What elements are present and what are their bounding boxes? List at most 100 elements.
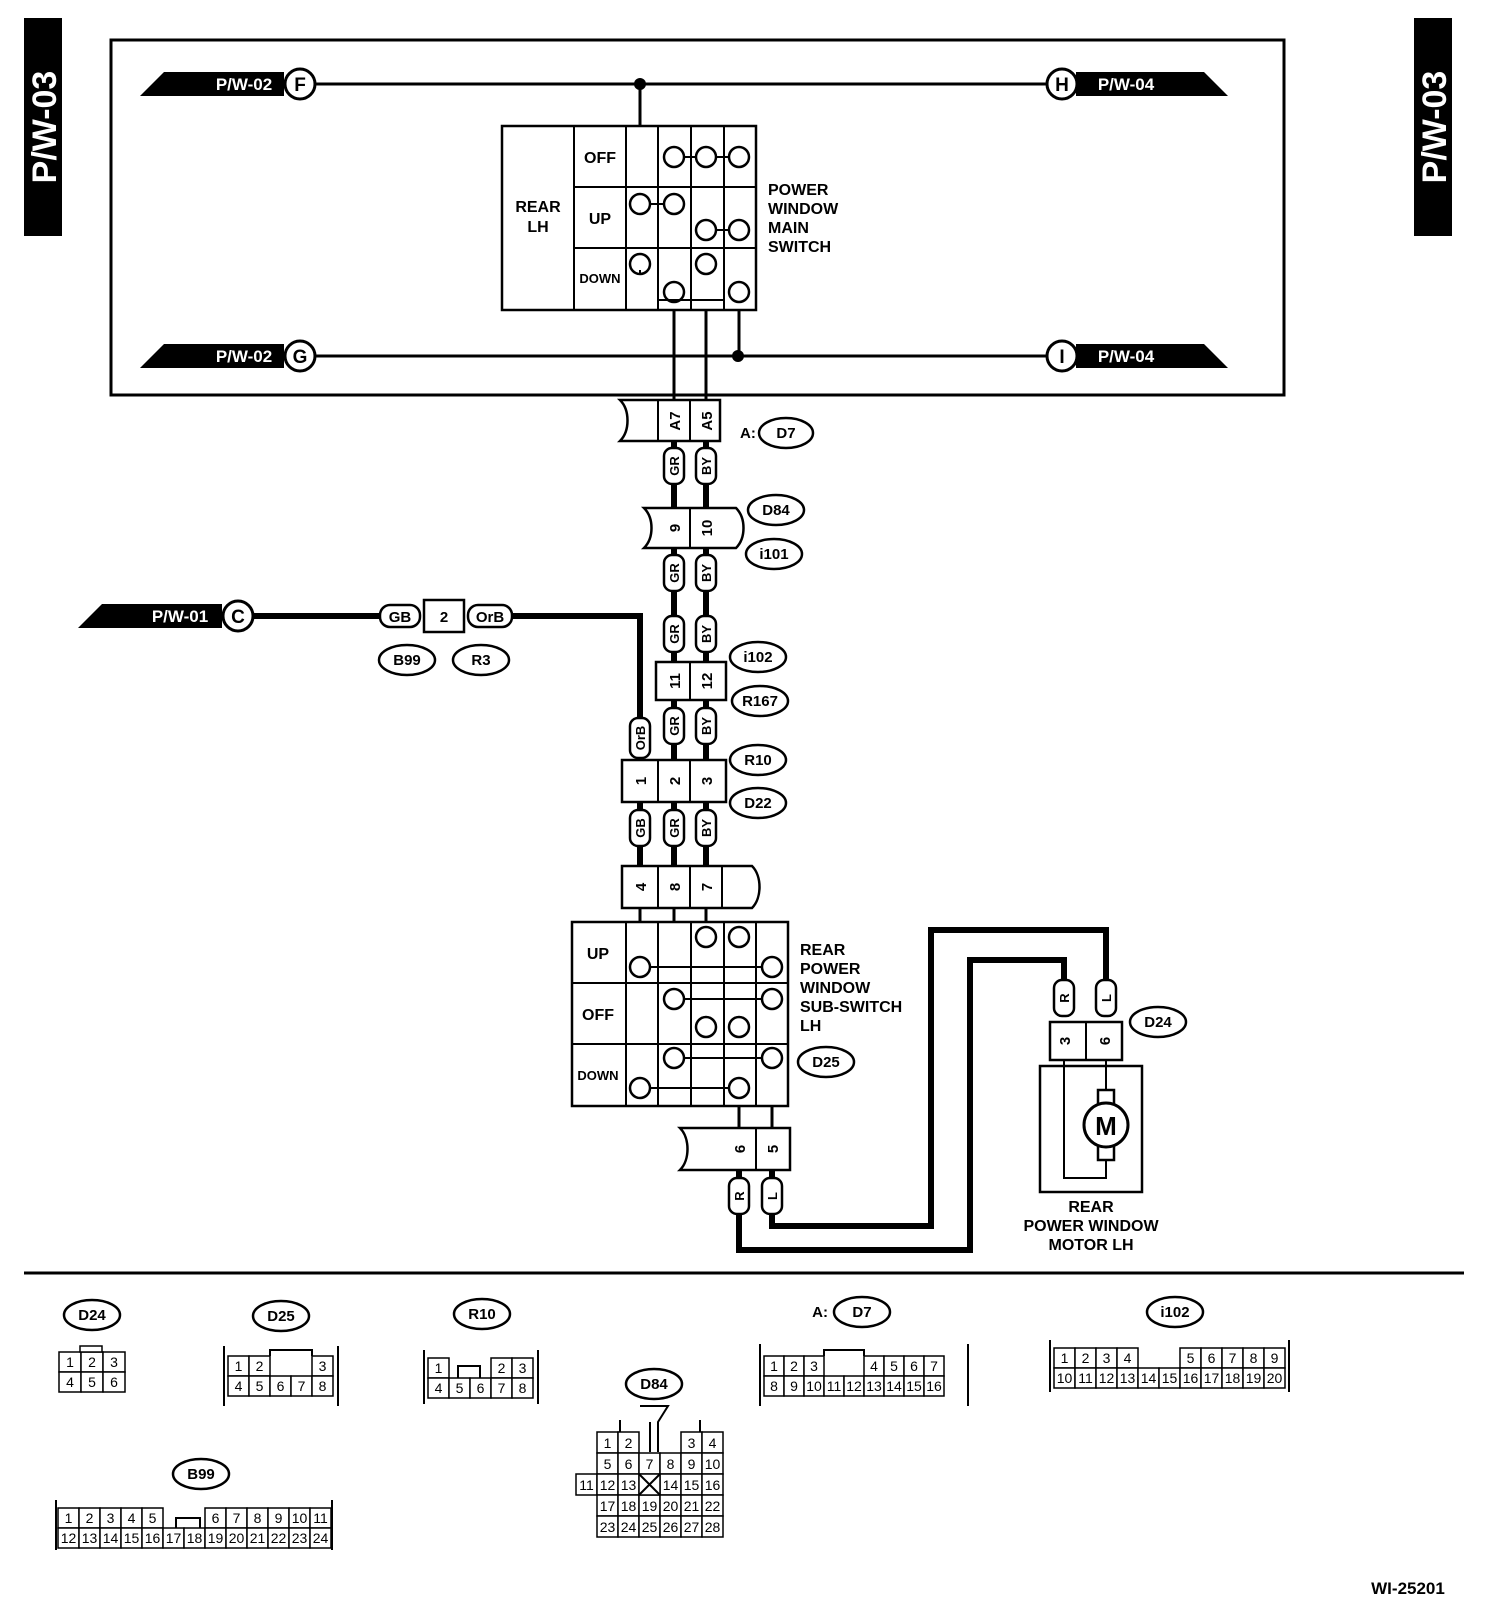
ref-h-letter: H xyxy=(1055,75,1069,96)
motor-symbol: M xyxy=(1095,1111,1117,1141)
d84-name: D84 xyxy=(762,502,790,519)
connector-i102-r167: 11 12 i102 R167 xyxy=(654,640,790,718)
b99-cell: 18 xyxy=(187,1530,203,1546)
b99-cell: 4 xyxy=(128,1510,136,1526)
d84-cell: 5 xyxy=(604,1456,612,1472)
b99-cell: 2 xyxy=(86,1510,94,1526)
sub-switch-pos-off: OFF xyxy=(582,1007,614,1024)
d84-cell: 28 xyxy=(705,1519,721,1535)
wire-labels-r10-d25: GB GR BY xyxy=(628,808,718,848)
sub-switch: UP OFF DOWN REAR POWER WINDOW SUB-SWITCH… xyxy=(570,920,902,1108)
d7-cell: 16 xyxy=(926,1378,942,1394)
d7-cell: 6 xyxy=(910,1358,918,1374)
i102-cell: 5 xyxy=(1187,1350,1195,1366)
view-b99-label: B99 xyxy=(187,1466,215,1483)
d84-cell: 12 xyxy=(600,1477,616,1493)
d84-cell: 8 xyxy=(667,1456,675,1472)
connector-b99-r3: GB 2 OrB B99 R3 xyxy=(377,598,514,677)
i102-cell: 3 xyxy=(1103,1350,1111,1366)
sub-switch-name-2: POWER xyxy=(800,961,861,978)
i102-cell: 20 xyxy=(1267,1370,1283,1386)
b99-cell: 7 xyxy=(233,1510,241,1526)
i102-cell: 2 xyxy=(1082,1350,1090,1366)
ref-c-letter: C xyxy=(231,607,245,628)
d84-cell: 13 xyxy=(621,1477,637,1493)
main-switch-name-1: POWER xyxy=(768,182,829,199)
d25-cell: 3 xyxy=(319,1358,327,1374)
d84-cell: 24 xyxy=(621,1519,637,1535)
d25-cell: 2 xyxy=(256,1358,264,1374)
sub-switch-connector: D25 xyxy=(812,1054,840,1071)
d25-cell: 8 xyxy=(319,1378,327,1394)
b99-cell: 11 xyxy=(313,1510,328,1526)
d84-cell: 20 xyxy=(663,1498,679,1514)
svg-text:GR: GR xyxy=(667,624,682,644)
d24-cell: 4 xyxy=(66,1374,74,1390)
svg-text:GB: GB xyxy=(633,818,648,838)
d7-cell: 2 xyxy=(790,1358,798,1374)
b99-cell: 15 xyxy=(124,1530,140,1546)
ref-f-letter: F xyxy=(294,75,306,96)
ref-h-page: P/W-04 xyxy=(1098,75,1155,94)
ref-g-page: P/W-02 xyxy=(216,347,272,366)
main-switch-name-3: MAIN xyxy=(768,220,809,237)
r10-cell: 5 xyxy=(456,1380,464,1396)
i102-cell: 14 xyxy=(1141,1370,1157,1386)
b99-cell: 9 xyxy=(275,1510,283,1526)
r10-cell: 6 xyxy=(477,1380,485,1396)
b99-cell: 5 xyxy=(149,1510,157,1526)
d84-cell: 10 xyxy=(705,1456,721,1472)
i102-cell: 15 xyxy=(1162,1370,1178,1386)
svg-text:OrB: OrB xyxy=(476,609,505,626)
svg-text:BY: BY xyxy=(699,564,714,582)
d7-cell: 3 xyxy=(810,1358,818,1374)
d7-cell: 14 xyxy=(886,1378,902,1394)
d24-cell: 1 xyxy=(66,1354,74,1370)
svg-text:GR: GR xyxy=(667,456,682,476)
d7-cell: 11 xyxy=(827,1378,842,1394)
d25-cell: 4 xyxy=(235,1378,243,1394)
view-i102-label: i102 xyxy=(1160,1304,1189,1321)
main-switch: REAR LH OFF UP DOWN POWER WINDOW MAIN SW… xyxy=(500,124,839,312)
d84-cell: 23 xyxy=(600,1519,616,1535)
d7-name: D7 xyxy=(776,425,795,442)
wire-labels-i102-r10: OrB GR BY xyxy=(628,706,718,760)
d24-pin-6: 6 xyxy=(1097,1037,1114,1045)
sub-switch-name-4: SUB-SWITCH xyxy=(800,999,902,1016)
sub-switch-name-5: LH xyxy=(800,1018,821,1035)
i102-cell: 6 xyxy=(1208,1350,1216,1366)
main-switch-pos-up: UP xyxy=(589,211,612,228)
i102-cell: 1 xyxy=(1061,1350,1069,1366)
d25-cell: 7 xyxy=(298,1378,306,1394)
svg-text:BY: BY xyxy=(699,819,714,837)
d84-pin-10: 10 xyxy=(699,520,716,537)
d84-cell: 15 xyxy=(684,1477,700,1493)
d7-cell: 1 xyxy=(770,1358,778,1374)
b99-cell: 6 xyxy=(212,1510,220,1526)
b99-cell: 8 xyxy=(254,1510,262,1526)
r10-name: R10 xyxy=(744,752,772,769)
r10-cell: 7 xyxy=(498,1380,506,1396)
svg-text:GB: GB xyxy=(389,609,412,626)
b99-cell: 21 xyxy=(250,1530,266,1546)
i102-pin-12: 12 xyxy=(699,673,716,690)
b99-cell: 10 xyxy=(292,1510,308,1526)
d7-cell: 7 xyxy=(930,1358,938,1374)
d84-cell: 27 xyxy=(684,1519,700,1535)
ref-tag-i: P/W-04 I xyxy=(1045,339,1228,373)
figure-id: WI-25201 xyxy=(1371,1579,1445,1598)
b99-cell: 1 xyxy=(65,1510,73,1526)
svg-text:OrB: OrB xyxy=(633,726,648,751)
d84-cell: 26 xyxy=(663,1519,679,1535)
i102-cell: 8 xyxy=(1250,1350,1258,1366)
i102-name: i102 xyxy=(743,649,772,666)
main-switch-group-line-2: LH xyxy=(527,219,548,236)
d25-cell: 1 xyxy=(235,1358,243,1374)
d7-pin-a7: A7 xyxy=(667,411,684,430)
d7-cell: 9 xyxy=(790,1378,798,1394)
d84-cell: 3 xyxy=(688,1435,696,1451)
b99-cell: 22 xyxy=(271,1530,287,1546)
ref-tag-f: P/W-02 F xyxy=(140,67,317,101)
